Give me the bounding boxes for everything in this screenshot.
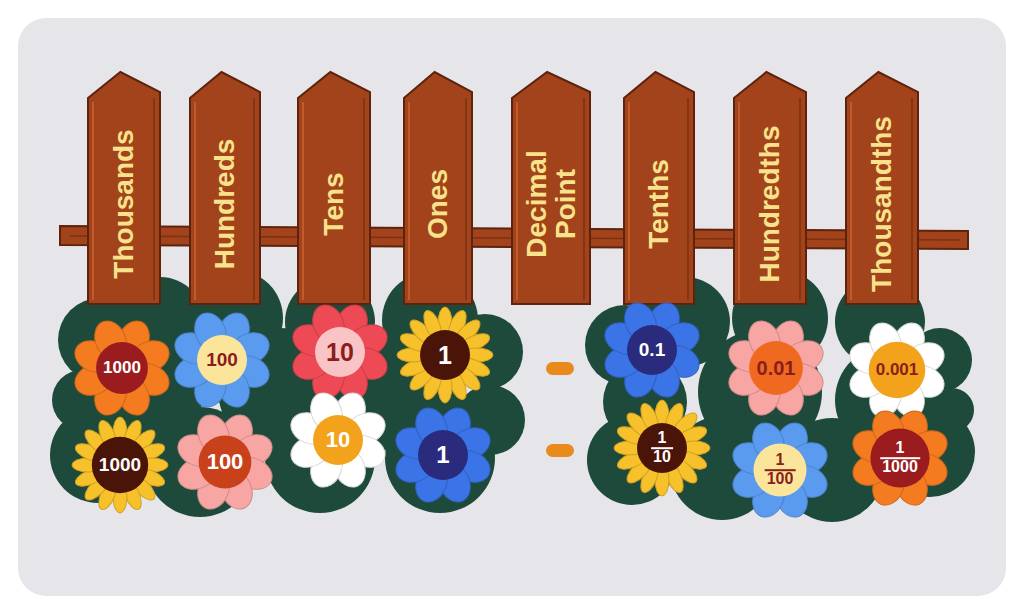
flower-counter: 1 — [388, 400, 498, 510]
place-name: Hundreds — [210, 139, 239, 270]
place-value-number: 0.1 — [637, 340, 667, 360]
fraction-numerator: 1 — [651, 430, 673, 449]
number-label: 110 — [651, 430, 673, 466]
fence-picket: Hundreds — [190, 72, 260, 304]
fraction-denominator: 100 — [765, 471, 796, 488]
fraction-denominator: 10 — [651, 449, 673, 466]
place-name: Ones — [423, 169, 452, 239]
fraction-denominator: 1000 — [880, 459, 920, 476]
place-name: Hundredths — [755, 125, 784, 282]
place-value-number: 100 — [205, 450, 246, 473]
flower-counter: 10 — [285, 297, 395, 407]
place-value-number: 1000 — [101, 359, 143, 377]
place-value-number: 1 — [434, 442, 451, 467]
flower-counter: 1000 — [65, 410, 175, 520]
fence-picket: Ones — [404, 72, 472, 304]
flower-counter: 0.1 — [597, 295, 707, 405]
place-name: Decimal Point — [522, 145, 581, 263]
flower-counter: 11000 — [845, 403, 955, 513]
number-label: 100 — [204, 350, 240, 370]
fence-picket: Decimal Point — [512, 72, 590, 304]
number-label: 1100 — [765, 452, 796, 488]
flower-counter: 0.01 — [721, 313, 831, 423]
place-value-number: 100 — [204, 350, 240, 370]
fence-picket: Thousands — [88, 72, 160, 304]
place-name: Tens — [319, 172, 348, 235]
number-label: 1 — [434, 442, 451, 467]
flower-counter: 110 — [607, 393, 717, 503]
number-label: 0.1 — [637, 340, 667, 360]
bush-left — [50, 270, 525, 517]
number-label: 1000 — [97, 455, 143, 475]
bush-right — [585, 270, 975, 522]
number-label: 10 — [324, 339, 356, 365]
place-value-number: 0.001 — [874, 361, 921, 379]
number-label: 11000 — [880, 440, 920, 476]
place-value-number: 10 — [324, 339, 356, 365]
fence-picket: Tenths — [624, 72, 694, 304]
flower-counter: 100 — [167, 305, 277, 415]
flower-counter: 1000 — [67, 313, 177, 423]
fence-picket: Hundredths — [734, 72, 806, 304]
number-label: 100 — [205, 450, 246, 473]
number-label: 1000 — [101, 359, 143, 377]
place-name: Thousands — [109, 129, 138, 278]
card-background — [18, 18, 1006, 596]
fence-picket: Tens — [298, 72, 370, 304]
decimal-dot — [546, 444, 574, 457]
flower-counter: 1100 — [725, 415, 835, 525]
fraction-numerator: 1 — [765, 452, 796, 471]
place-name: Thousandths — [867, 116, 896, 292]
place-value-number: 10 — [324, 428, 352, 451]
flower-counter: 1 — [390, 300, 500, 410]
number-label: 1 — [436, 342, 454, 368]
place-name: Tenths — [644, 159, 673, 249]
flower-counter: 10 — [283, 385, 393, 495]
number-label: 0.01 — [755, 358, 798, 379]
flower-counter: 100 — [170, 407, 280, 517]
fraction-numerator: 1 — [880, 440, 920, 459]
flower-counter: 0.001 — [842, 315, 952, 425]
number-label: 0.001 — [874, 361, 921, 379]
decimal-dot — [546, 362, 574, 375]
number-label: 10 — [324, 428, 352, 451]
place-value-number: 1 — [436, 342, 454, 368]
place-value-number: 0.01 — [755, 358, 798, 379]
place-value-number: 1000 — [97, 455, 143, 475]
fence-picket: Thousandths — [846, 72, 918, 304]
